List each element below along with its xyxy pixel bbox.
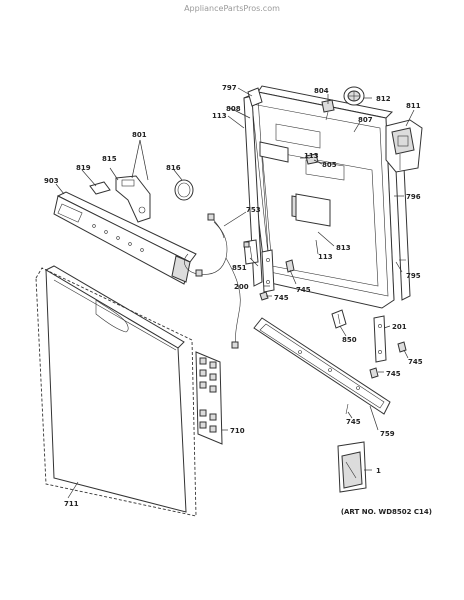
callout-903: 903 — [44, 177, 59, 185]
part-759-trim — [253, 317, 391, 415]
callout-797: 797 — [222, 84, 237, 92]
callout-745-e: 745 — [346, 418, 361, 426]
part-903-control-panel — [53, 191, 197, 285]
part-815-latch — [115, 175, 151, 223]
callout-812: 812 — [376, 95, 391, 103]
callout-753: 753 — [246, 206, 261, 214]
callout-745-b: 745 — [274, 294, 289, 302]
screw-745-group-a — [259, 259, 295, 301]
part-201-hinge — [373, 315, 387, 363]
callout-745-a: 745 — [296, 286, 311, 294]
part-812-vent — [343, 86, 365, 106]
callout-711: 711 — [64, 500, 79, 508]
part-200-hinge — [261, 249, 275, 293]
callout-710: 710 — [230, 427, 245, 435]
callout-805: 805 — [322, 161, 337, 169]
part-811-dispenser — [385, 119, 423, 173]
callout-745-c: 745 — [408, 358, 423, 366]
part-804-screw — [321, 99, 335, 121]
callout-807: 807 — [358, 116, 373, 124]
callout-759: 759 — [380, 430, 395, 438]
callout-113-top: 113 — [212, 112, 227, 120]
part-850-bracket — [331, 309, 347, 329]
art-number: (ART NO. WD8502 C14) — [341, 508, 432, 516]
part-753-wire-harness — [184, 213, 250, 349]
callout-795: 795 — [406, 272, 421, 280]
callout-808: 808 — [226, 105, 241, 113]
callout-816: 816 — [166, 164, 181, 172]
callout-811: 811 — [406, 102, 421, 110]
callout-813: 813 — [336, 244, 351, 252]
callout-1: 1 — [376, 467, 381, 475]
callout-815: 815 — [102, 155, 117, 163]
leader-lines — [55, 87, 415, 499]
part-797-bracket — [247, 87, 263, 107]
callout-796: 796 — [406, 193, 421, 201]
screw-745-group-b — [369, 341, 407, 379]
part-819-button — [89, 181, 111, 195]
callout-804: 804 — [314, 87, 329, 95]
callout-745-d: 745 — [386, 370, 401, 378]
watermark: AppliancePartsPros.com — [184, 4, 280, 13]
callout-819: 819 — [76, 164, 91, 172]
callout-labels: 797 804 812 811 807 808 113 801 113 805 … — [44, 84, 423, 508]
part-711-outer-door — [35, 265, 197, 517]
part-1-literature — [337, 441, 367, 493]
callout-801: 801 — [132, 131, 147, 139]
callout-113-mid: 113 — [304, 152, 319, 160]
callout-113-low: 113 — [318, 253, 333, 261]
part-813-detergent-cover — [295, 193, 331, 227]
callout-201: 201 — [392, 323, 407, 331]
callout-851: 851 — [232, 264, 247, 272]
callout-200: 200 — [234, 283, 249, 291]
part-816-gasket — [174, 179, 194, 201]
callout-850: 850 — [342, 336, 357, 344]
part-710-keypad — [195, 351, 223, 445]
